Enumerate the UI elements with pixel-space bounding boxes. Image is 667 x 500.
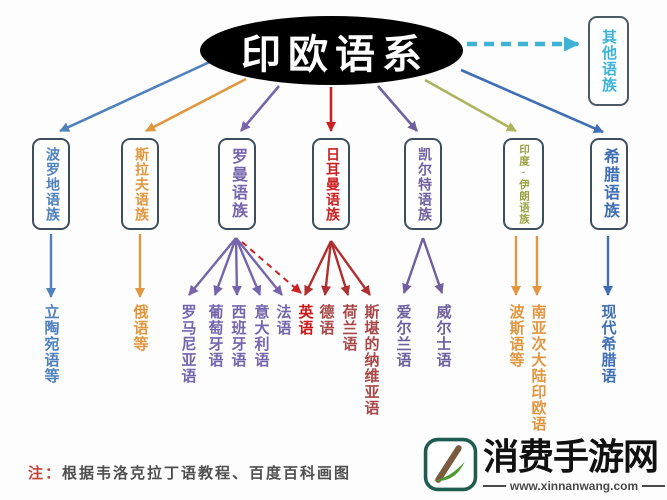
- watermark-text-block: 消费手游网 www.xinnanwang.com: [483, 437, 665, 493]
- watermark-url-row: www.xinnanwang.com: [483, 479, 665, 493]
- language-label-scandinavian: 斯堪的纳维亚语: [362, 304, 379, 416]
- language-label-lithuanian: 立陶宛语等: [42, 304, 59, 384]
- node-baltic-family: 波罗地语族: [32, 138, 70, 230]
- edge-germanic-english: [303, 240, 333, 296]
- node-germanic-family: 日耳曼语族: [312, 138, 350, 230]
- edge-root-slavic: [145, 77, 247, 133]
- edge-root-baltic: [59, 58, 215, 133]
- edge-romance-romanian: [188, 237, 237, 296]
- node-romance-label: 罗曼语族: [229, 148, 246, 220]
- edge-germanic-dutch: [329, 240, 351, 296]
- watermark-url: www.xinnanwang.com: [509, 479, 639, 493]
- edge-root-romance: [240, 85, 280, 132]
- language-label-irish: 爱尔兰语: [394, 304, 411, 368]
- edge-germanic-german: [321, 240, 333, 296]
- language-label-portuguese: 葡萄牙语: [206, 304, 223, 368]
- root-node-indo-european: 印欧语系: [200, 16, 463, 85]
- watermark-rule-right: [642, 485, 665, 487]
- language-label-russian: 俄语等: [131, 304, 148, 352]
- node-greek-family: 希腊语族: [590, 138, 628, 230]
- language-label-spanish: 西班牙语: [229, 304, 246, 368]
- node-celtic-family: 凯尔特语族: [404, 138, 442, 230]
- node-celtic-label: 凯尔特语族: [416, 146, 431, 222]
- watermark-rule-left: [483, 485, 506, 487]
- edge-root-indo-iranian: [424, 78, 517, 133]
- node-germanic-label: 日耳曼语族: [324, 146, 339, 222]
- node-romance-family: 罗曼语族: [218, 138, 256, 230]
- language-label-welsh: 威尔士语: [434, 304, 451, 368]
- edge-romance-english-influence-dashed: [241, 241, 302, 294]
- edge-root-celtic: [377, 85, 418, 132]
- edge-celtic-irish: [402, 237, 425, 294]
- edge-germanic-scandinavian: [330, 240, 371, 296]
- language-label-german: 德语: [317, 304, 334, 336]
- source-note-prefix: 注：: [28, 466, 63, 482]
- node-indo-iranian-family: 印度-伊朗语族: [503, 138, 544, 230]
- node-slavic-label: 斯拉夫语族: [133, 146, 148, 222]
- node-other-families: 其他语族: [588, 16, 629, 106]
- site-watermark: 消费手游网 www.xinnanwang.com: [423, 437, 665, 493]
- edge-romance-portuguese: [213, 237, 238, 296]
- edge-romance-italian: [234, 237, 262, 296]
- language-label-romanian: 罗马尼亚语: [179, 304, 196, 384]
- edge-romance-french: [235, 237, 283, 296]
- watermark-site-name: 消费手游网: [483, 436, 659, 477]
- source-note: 注：根据韦洛克拉丁语教程、百度百科画图: [28, 462, 351, 483]
- site-logo-icon: [423, 437, 478, 492]
- node-other-families-label: 其他语族: [600, 29, 616, 93]
- root-node-label: 印欧语系: [241, 31, 429, 77]
- node-baltic-label: 波罗地语族: [44, 146, 59, 222]
- language-label-south-asian-indo-european: 南亚次大陆印欧语: [529, 304, 546, 432]
- edge-romance-spanish: [231, 237, 242, 296]
- language-label-french: 法语: [274, 304, 291, 336]
- language-label-english: 英语: [296, 304, 313, 336]
- node-greek-label: 希腊语族: [601, 148, 618, 220]
- node-slavic-family: 斯拉夫语族: [121, 138, 159, 230]
- edge-celtic-welsh: [421, 237, 444, 294]
- language-label-persian: 波斯语等: [507, 304, 524, 368]
- language-label-dutch: 荷兰语: [340, 304, 357, 352]
- node-indo-iranian-label: 印度-伊朗语族: [518, 143, 529, 225]
- language-label-italian: 意大利语: [252, 304, 269, 368]
- language-label-modern-greek: 现代希腊语: [599, 304, 616, 384]
- edge-root-greek: [460, 68, 604, 134]
- source-note-text: 根据韦洛克拉丁语教程、百度百科画图: [62, 466, 352, 482]
